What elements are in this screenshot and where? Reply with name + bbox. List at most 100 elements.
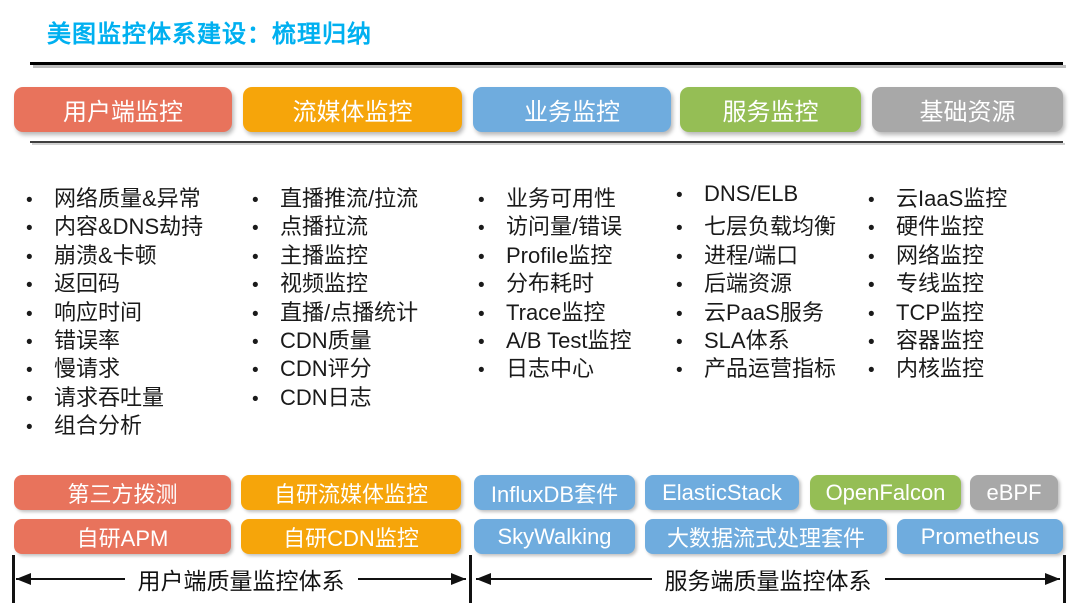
list-item-label: 视频监控 [280, 271, 369, 297]
list-item: •DNS/ELB [676, 181, 876, 209]
bullet-icon: • [676, 246, 683, 268]
bullet-icon: • [676, 275, 683, 297]
list-item-label: 网络监控 [896, 242, 985, 268]
list-item-label: 直播推流/拉流 [280, 186, 419, 211]
list-item-label: 容器监控 [896, 327, 985, 353]
list-item-label: Trace监控 [506, 299, 606, 325]
category-button-business-monitoring[interactable]: 业务监控 [473, 87, 671, 132]
bullet-icon: • [868, 331, 875, 353]
list-item: •崩溃&卡顿 [26, 238, 250, 268]
tool-button-streaming-monitor[interactable]: 自研流媒体监控 [241, 475, 461, 510]
list-item: • 云IaaS监控 [868, 181, 1068, 211]
tool-button-prometheus[interactable]: Prometheus [897, 519, 1063, 554]
bullet-icon: • [26, 417, 33, 439]
tool-button-elasticstack[interactable]: ElasticStack [645, 475, 799, 510]
list-item-label: TCP监控 [896, 299, 985, 325]
page-title: 美图监控体系建设：梳理归纳 [47, 21, 372, 48]
bullet-icon: • [252, 388, 259, 410]
list-item: •内容&DNS劫持 [26, 209, 250, 239]
bullet-icon: • [676, 185, 683, 206]
category-button-client-monitoring[interactable]: 用户端监控 [14, 87, 232, 132]
list-item-label: 业务可用性 [506, 186, 617, 211]
tool-button-apm[interactable]: 自研APM [14, 519, 231, 554]
list-item-label: A/B Test监控 [506, 327, 632, 353]
list-item: •A/B Test监控 [478, 323, 678, 353]
list-item: • 返回码 [26, 266, 250, 297]
list-item-label: 日志中心 [506, 356, 595, 382]
list-item-label: 崩溃&卡顿 [54, 242, 157, 268]
category-button-service-monitoring[interactable]: 服务监控 [680, 87, 861, 132]
list-item-label: SLA体系 [704, 327, 790, 353]
list-item-label: 网络质量&异常 [54, 186, 201, 211]
mid-divider [30, 141, 1063, 143]
list-item-label: CDN日志 [280, 384, 372, 410]
bullet-icon: • [478, 303, 485, 325]
list-item: • 访问量/错误 [478, 209, 678, 240]
bullet-icon: • [26, 190, 33, 211]
arrow-end-bar-right [1063, 555, 1066, 603]
list-item: •硬件监控 [868, 209, 1068, 239]
tool-button-bigdata-stream[interactable]: 大数据流式处理套件 [645, 519, 887, 554]
list-item-label: 点播拉流 [280, 214, 369, 240]
bullet-icon: • [676, 331, 683, 353]
bullet-icon: • [26, 275, 33, 297]
right-arrow-icon [884, 577, 1060, 581]
list-item-label: 返回码 [54, 271, 121, 297]
tool-button-cdn-monitor[interactable]: 自研CDN监控 [241, 519, 461, 554]
bullet-icon: • [868, 190, 875, 211]
list-item-label: 云IaaS监控 [896, 186, 1008, 211]
list-item: •产品运营指标 [676, 351, 876, 381]
bullet-icon: • [478, 190, 485, 211]
list-item-label: 访问量/错误 [506, 214, 623, 240]
list-item-label: 分布耗时 [506, 271, 595, 297]
span-arrow-client: 用户端质量监控体系 [16, 555, 466, 603]
list-item: • CDN日志 [252, 380, 476, 410]
bullet-icon: • [868, 246, 875, 268]
bullet-list-business: •业务可用性 •访问量/错误 •Profile监控 •分布耗时 •Trace监控… [478, 181, 678, 382]
tool-button-third-party-probe[interactable]: 第三方拨测 [14, 475, 231, 510]
tool-button-influxdb[interactable]: InfluxDB套件 [474, 475, 635, 510]
bullet-icon: • [252, 275, 259, 297]
category-button-infrastructure[interactable]: 基础资源 [872, 87, 1063, 132]
left-arrow-icon [16, 577, 125, 581]
list-item: • SLA体系 [676, 323, 876, 353]
list-item-label: 错误率 [54, 327, 121, 353]
bullet-list-streaming: •直播推流/拉流 •点播拉流 •主播监控 •视频监控 •直播/点播统计 •CDN… [252, 181, 476, 410]
bullet-icon: • [676, 218, 683, 240]
tool-button-skywalking[interactable]: SkyWalking [474, 519, 635, 554]
category-button-streaming-monitoring[interactable]: 流媒体监控 [243, 87, 462, 132]
list-item-label: 后端资源 [704, 271, 793, 297]
list-item-label: 直播/点播统计 [280, 299, 419, 325]
list-item: • 组合分析 [26, 408, 250, 439]
list-item: •专线监控 [868, 266, 1068, 296]
bullet-icon: • [478, 218, 485, 240]
bullet-icon: • [868, 303, 875, 325]
list-item: •错误率 [26, 323, 250, 353]
list-item: •直播推流/拉流 [252, 181, 476, 211]
list-item: •内核监控 [868, 351, 1068, 382]
list-item-label: 硬件监控 [896, 214, 985, 240]
tool-button-ebpf[interactable]: eBPF [970, 475, 1058, 510]
list-item-label: 七层负载均衡 [704, 214, 837, 240]
list-item: •云PaaS服务 [676, 295, 876, 325]
list-item-label: CDN质量 [280, 327, 372, 353]
arrow-end-bar-middle [469, 555, 472, 603]
list-item: •直播/点播统计 [252, 295, 476, 325]
bullet-icon: • [252, 331, 259, 353]
bullet-list-client: •网络质量&异常 •内容&DNS劫持 •崩溃&卡顿 •返回码 •响应时间 •错误… [26, 181, 250, 439]
list-item: • TCP监控 [868, 295, 1068, 325]
list-item: • 容器监控 [868, 323, 1068, 353]
list-item-label: 组合分析 [54, 413, 143, 439]
bullet-icon: • [252, 218, 259, 240]
bullet-icon: • [26, 303, 33, 325]
list-item-label: 进程/端口 [704, 242, 799, 268]
bullet-icon: • [478, 360, 485, 382]
span-arrow-server: 服务端质量监控体系 [476, 555, 1060, 603]
bullet-icon: • [868, 360, 875, 382]
list-item-label: 内容&DNS劫持 [54, 214, 204, 240]
bullet-icon: • [26, 388, 33, 410]
list-item-label: CDN评分 [280, 356, 372, 382]
tool-button-openfalcon[interactable]: OpenFalcon [810, 475, 961, 510]
list-item: • 点播拉流 [252, 209, 476, 240]
